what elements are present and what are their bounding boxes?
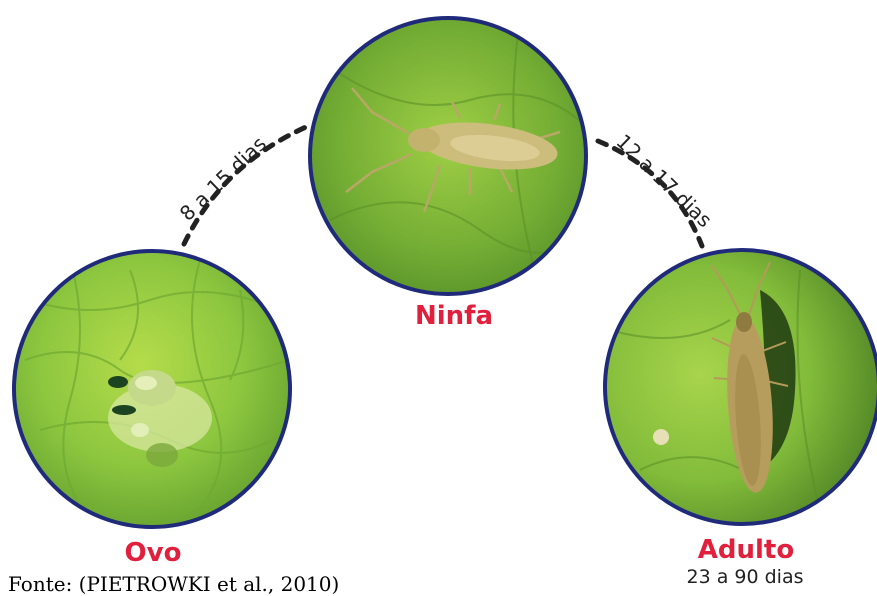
small-spot <box>653 429 669 445</box>
source-caption: Fonte: (PIETROWKI et al., 2010) <box>8 572 339 596</box>
stage-duration-adult: 23 a 90 dias <box>687 566 804 588</box>
nymph-photo <box>306 14 590 298</box>
egg-photo <box>10 248 300 538</box>
adult-photo <box>603 248 877 528</box>
stage-label-adult: Adulto <box>698 535 794 565</box>
stage-label-egg: Ovo <box>125 538 182 568</box>
stage-label-nymph: Ninfa <box>415 301 493 331</box>
duration-nymph-to-adult: 12 a 17 dias <box>612 129 717 232</box>
duration-egg-to-nymph: 8 a 15 dias <box>175 132 271 226</box>
